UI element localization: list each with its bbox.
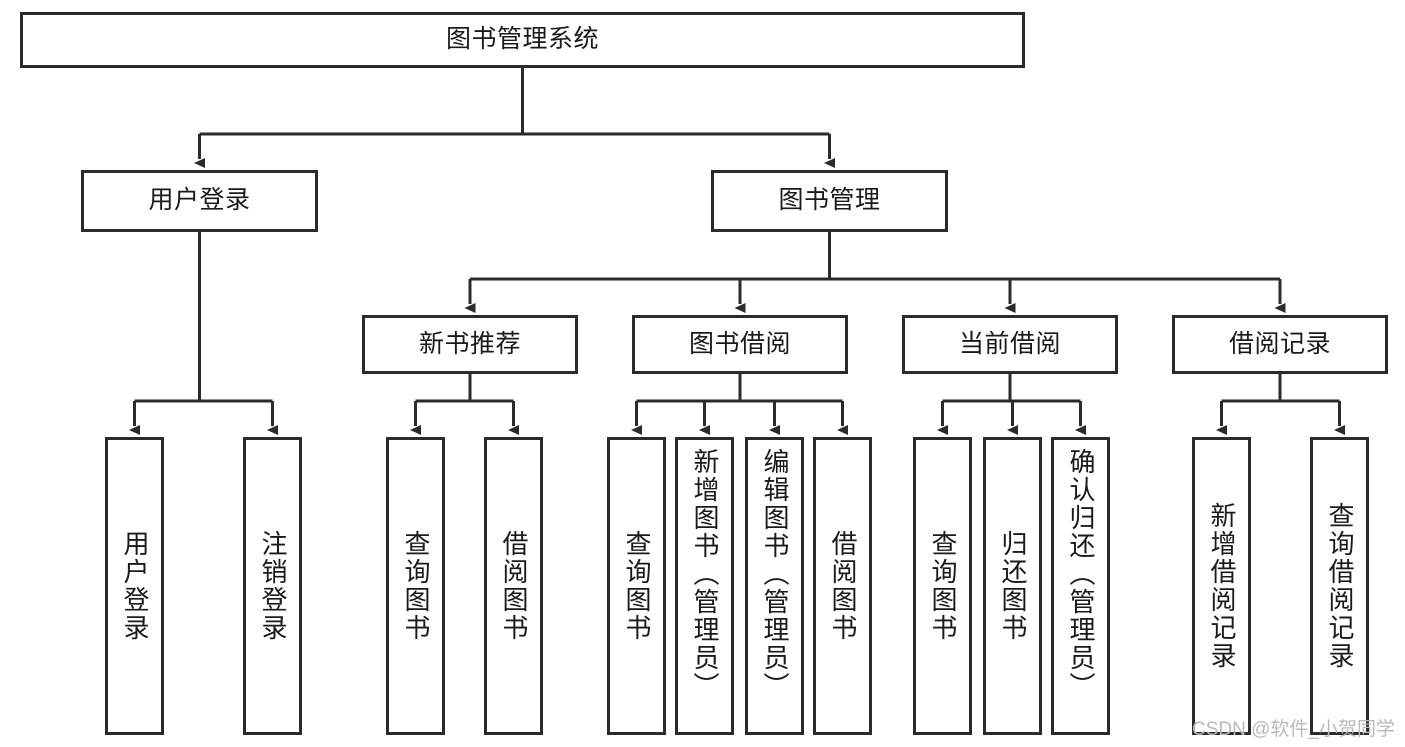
node-label: 借阅图书 [828, 530, 859, 642]
node-label: 借阅图书 [499, 530, 530, 642]
node-label: 用户登录 [120, 530, 151, 642]
node-leaf-rec-add[interactable]: 新增借阅记录 [1192, 437, 1251, 735]
node-leaf-user-login[interactable]: 用户登录 [105, 437, 164, 735]
node-label: 查询图书 [622, 530, 653, 642]
node-leaf-new-borrow[interactable]: 借阅图书 [484, 437, 543, 735]
node-leaf-cur-return[interactable]: 归还图书 [983, 437, 1042, 735]
node-bookmgmt[interactable]: 图书管理 [711, 170, 948, 232]
node-label: 新增图书（管理员） [690, 448, 721, 700]
node-label: 注销登录 [258, 530, 289, 642]
node-label: 新书推荐 [418, 329, 521, 358]
node-leaf-new-query[interactable]: 查询图书 [386, 437, 445, 735]
node-login[interactable]: 用户登录 [81, 170, 318, 232]
node-label: 图书借阅 [688, 329, 791, 358]
node-borrow[interactable]: 图书借阅 [632, 315, 848, 374]
node-records[interactable]: 借阅记录 [1172, 315, 1388, 374]
node-label: 图书管理系统 [445, 25, 599, 54]
node-leaf-br-query[interactable]: 查询图书 [607, 437, 666, 735]
node-label: 编辑图书（管理员） [760, 448, 791, 700]
node-newbook[interactable]: 新书推荐 [362, 315, 578, 374]
node-current[interactable]: 当前借阅 [902, 315, 1118, 374]
node-root[interactable]: 图书管理系统 [20, 12, 1025, 68]
node-leaf-rec-query[interactable]: 查询借阅记录 [1310, 437, 1369, 735]
node-label: 归还图书 [998, 530, 1029, 642]
node-leaf-user-logout[interactable]: 注销登录 [243, 437, 302, 735]
node-label: 新增借阅记录 [1207, 502, 1238, 670]
csdn-watermark: CSDN @软件_小贺同学 [1192, 719, 1395, 740]
node-label: 查询图书 [401, 530, 432, 642]
node-label: 查询图书 [928, 530, 959, 642]
node-label: 用户登录 [148, 186, 251, 215]
node-leaf-br-borrow[interactable]: 借阅图书 [813, 437, 872, 735]
node-leaf-cur-query[interactable]: 查询图书 [913, 437, 972, 735]
node-label: 图书管理 [778, 186, 881, 215]
node-label: 查询借阅记录 [1325, 502, 1356, 670]
node-label: 借阅记录 [1228, 329, 1331, 358]
node-leaf-br-add[interactable]: 新增图书（管理员） [675, 437, 734, 735]
node-leaf-br-edit[interactable]: 编辑图书（管理员） [745, 437, 804, 735]
node-leaf-cur-confirm[interactable]: 确认归还（管理员） [1051, 437, 1110, 735]
node-label: 当前借阅 [958, 329, 1061, 358]
node-label: 确认归还（管理员） [1066, 448, 1097, 700]
